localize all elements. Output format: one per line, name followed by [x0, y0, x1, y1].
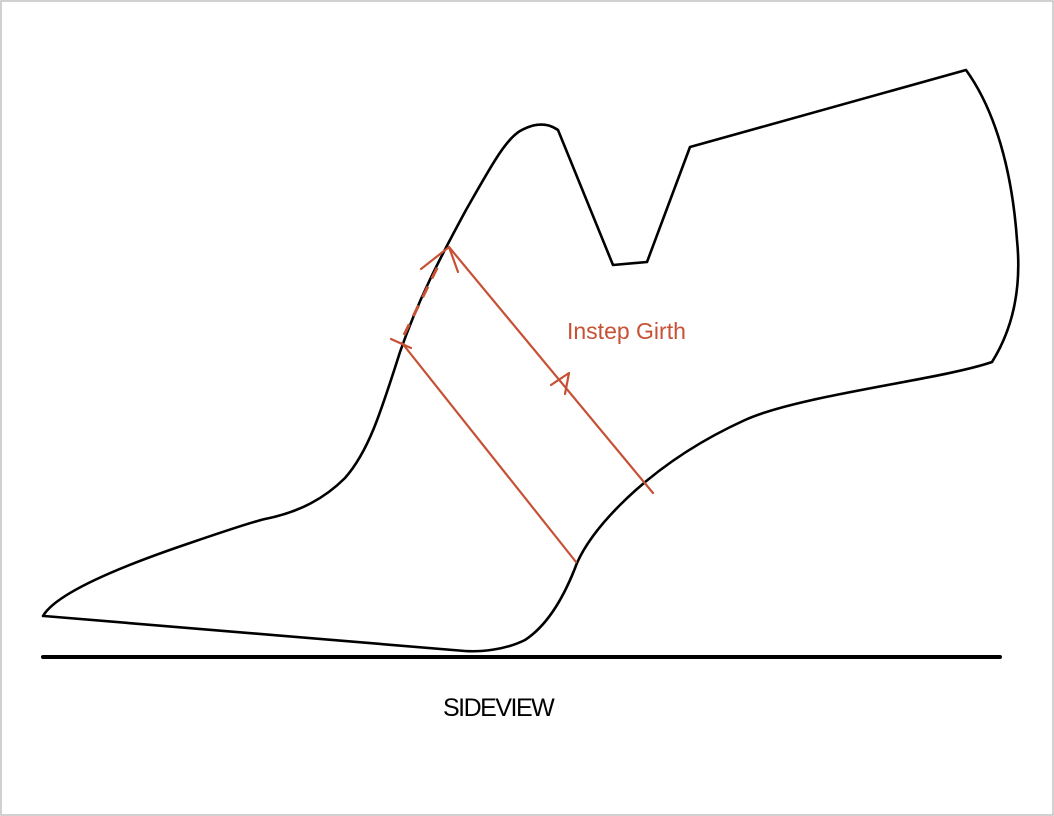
girth-tick	[389, 337, 413, 350]
view-caption: SIDEVIEW	[443, 694, 555, 722]
girth-lower-line	[400, 341, 578, 564]
instep-girth-measurement: Instep Girth	[389, 245, 686, 564]
arrowhead-middle	[549, 371, 571, 396]
instep-girth-label: Instep Girth	[567, 318, 686, 344]
girth-dashed-segment	[402, 261, 442, 336]
shoe-outline	[41, 68, 1020, 653]
arrowhead-top	[419, 245, 460, 274]
girth-upper-line	[447, 245, 655, 495]
